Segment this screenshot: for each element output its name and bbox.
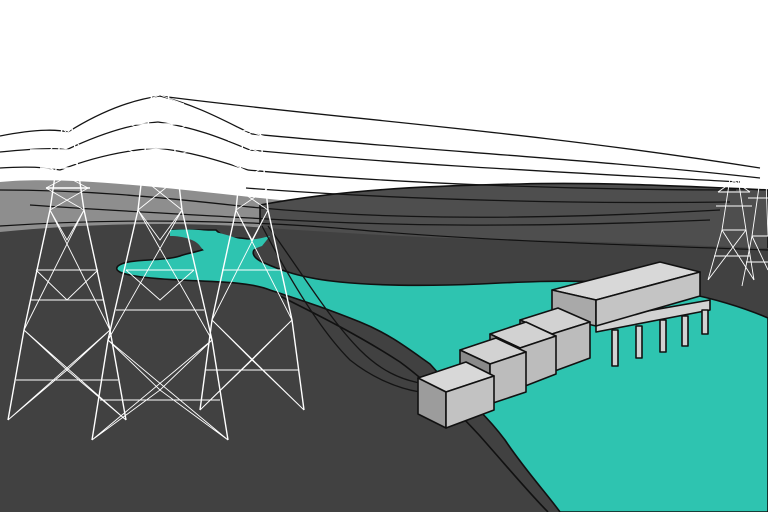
dam-intake-block <box>417 361 495 429</box>
distant-towers <box>707 177 768 287</box>
hydroelectric-dam <box>417 261 711 429</box>
transmission-tower-center <box>91 91 229 441</box>
transmission-tower-right <box>199 129 305 411</box>
river-upper-inlet <box>170 229 270 258</box>
ridge-line <box>0 220 768 251</box>
dam-pillars <box>595 299 711 367</box>
transmission-tower-left <box>7 127 127 421</box>
